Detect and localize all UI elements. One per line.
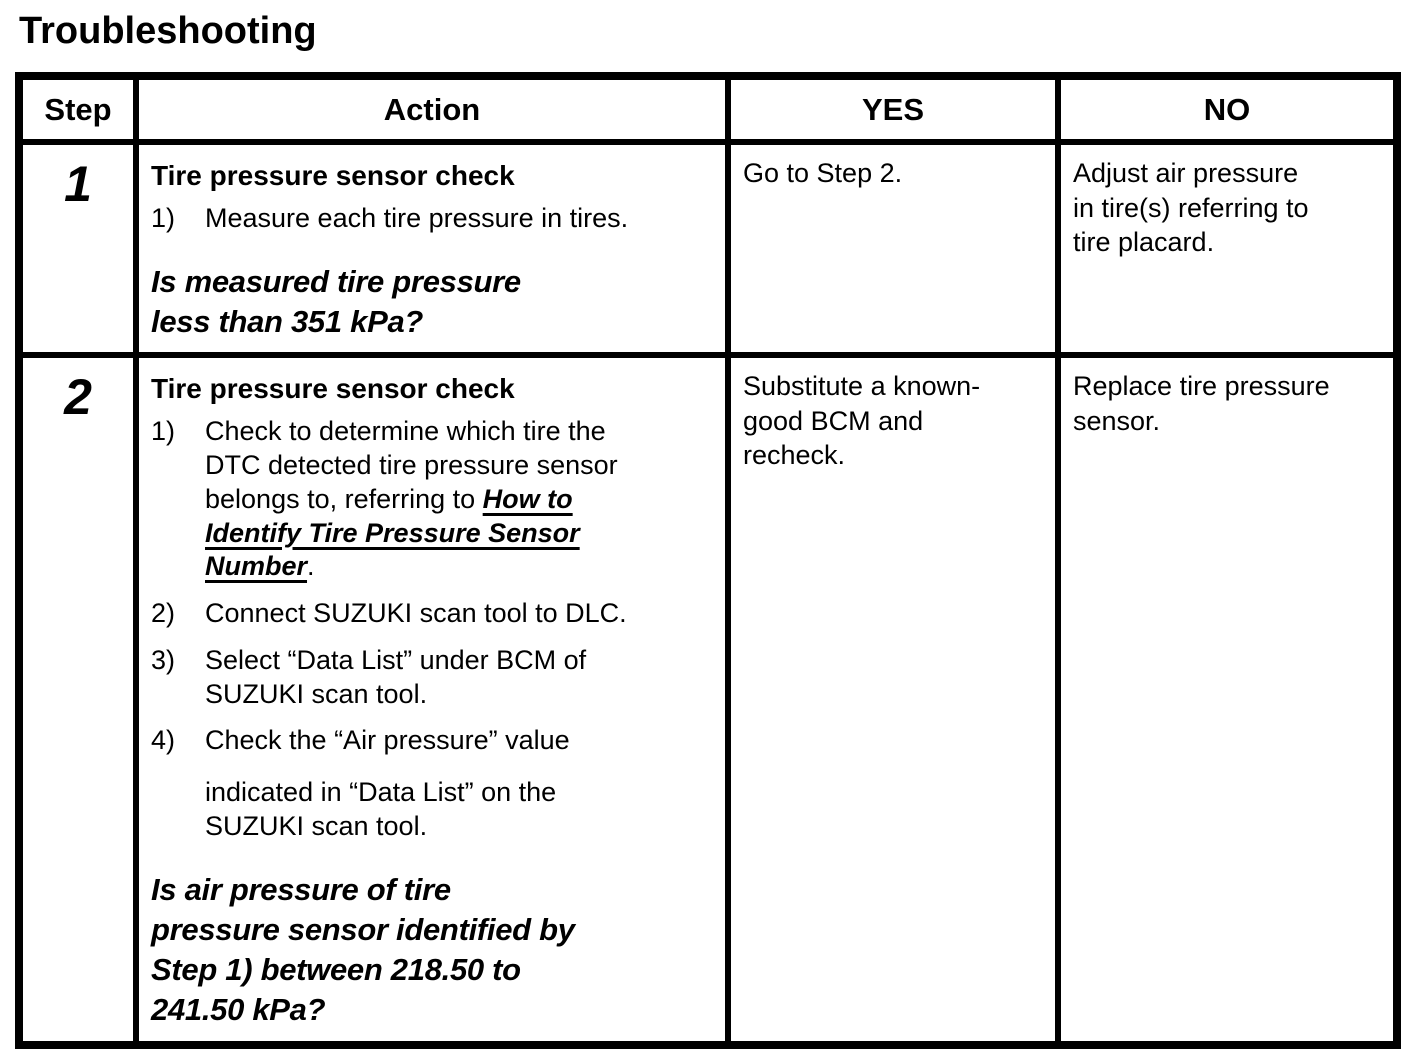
list-number: 4) bbox=[151, 725, 176, 756]
action-title: Tire pressure sensor check bbox=[151, 373, 515, 405]
action-list-item: 1) Measure each tire pressure in tires. bbox=[151, 202, 711, 236]
table-row-step-1: 1 Tire pressure sensor check 1) Measure e… bbox=[16, 138, 1400, 359]
yes-result-step-2: Substitute a known- good BCM and recheck… bbox=[725, 352, 1061, 1048]
col-header-yes: YES bbox=[725, 73, 1061, 145]
col-header-step: Step bbox=[16, 73, 139, 145]
col-header-action: Action bbox=[133, 73, 731, 145]
list-text: Select “Data List” under BCM of SUZUKI s… bbox=[205, 644, 587, 709]
troubleshooting-table: Step Action YES NO 1 Tire pressure senso… bbox=[15, 72, 1401, 1049]
list-text-before-link: Check to determine which tire the DTC de… bbox=[205, 416, 618, 514]
action-title: Tire pressure sensor check bbox=[151, 160, 515, 191]
action-list-item: 4) Check the “Air pressure” value indicate… bbox=[151, 724, 711, 843]
list-text-part-2: indicated in “Data List” on the SUZUKI s… bbox=[205, 777, 557, 841]
diagnostic-question: Is measured tire pressure less than 351 … bbox=[151, 263, 521, 340]
action-list-item: 1) Check to determine which tire the DTC … bbox=[151, 415, 711, 584]
list-text: Connect SUZUKI scan tool to DLC. bbox=[205, 598, 627, 629]
action-list-item: 3) Select “Data List” under BCM of SUZUKI… bbox=[151, 644, 711, 712]
step-number: 2 bbox=[16, 352, 139, 1048]
table-row-step-2: 2 Tire pressure sensor check 1) Check to … bbox=[16, 352, 1400, 1048]
list-number: 3) bbox=[151, 644, 176, 675]
step-number: 1 bbox=[16, 138, 139, 359]
reference-link-how-to-identify-tire-pressure-sensor-number[interactable]: How to Identify Tire Pressure Sensor Num… bbox=[205, 483, 580, 582]
header-row: Step Action YES NO bbox=[16, 73, 1400, 145]
yes-result-step-1: Go to Step 2. bbox=[725, 138, 1061, 359]
list-text: Check to determine which tire the DTC de… bbox=[205, 415, 711, 584]
list-number: 1) bbox=[151, 203, 176, 233]
action-list-item: 2) Connect SUZUKI scan tool to DLC. bbox=[151, 597, 711, 631]
page-title: Troubleshooting bbox=[19, 10, 317, 52]
no-result-step-1: Adjust air pressure in tire(s) referring… bbox=[1055, 138, 1400, 359]
list-text-after-link: . bbox=[307, 551, 315, 582]
list-text: Check the “Air pressure” value indicated … bbox=[205, 724, 711, 843]
action-cell-step-1: Tire pressure sensor check 1) Measure eac… bbox=[133, 138, 731, 359]
col-header-no: NO bbox=[1055, 73, 1400, 145]
list-text: Measure each tire pressure in tires. bbox=[205, 203, 629, 233]
no-result-step-2: Replace tire pressure sensor. bbox=[1055, 352, 1400, 1048]
action-cell-step-2: Tire pressure sensor check 1) Check to de… bbox=[133, 352, 731, 1048]
diagnostic-question: Is air pressure of tire pressure sensor … bbox=[151, 871, 575, 1028]
list-number: 2) bbox=[151, 598, 176, 629]
list-text-part-1: Check the “Air pressure” value bbox=[205, 725, 570, 756]
list-number: 1) bbox=[151, 416, 176, 447]
